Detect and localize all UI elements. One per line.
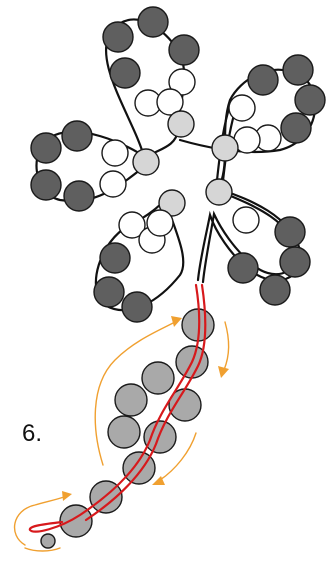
bead-dark [137,6,169,38]
flower-beads [30,6,326,323]
direction-arrow-head [171,316,182,327]
bead-white [156,88,184,116]
thread-red-b [84,283,207,522]
bead-grey-small [40,533,56,549]
bead-dark [247,64,279,96]
bead-dark [99,242,131,274]
direction-arrow [223,321,230,371]
bead-dark [61,120,93,152]
direction-arrow [13,496,65,546]
bead-dark [93,276,125,308]
red-thread-paths [28,283,207,533]
bead-dark [274,216,306,248]
bead-white [168,68,196,96]
bead-light [211,134,239,162]
direction-arrow-head [152,476,165,485]
direction-arrows [13,316,230,552]
bead-white [146,209,174,237]
bead-dark [279,246,311,278]
bead-light [205,178,233,206]
bead-dark [102,21,134,53]
direction-arrow [159,432,197,481]
bead-dark [294,84,326,116]
bead-dark [227,252,259,284]
bead-grey [141,361,175,395]
bead-white [99,170,127,198]
direction-arrow [94,321,176,466]
bead-dark [168,34,200,66]
bead-light [132,148,160,176]
direction-arrow [24,547,61,552]
bead-white [228,94,256,122]
bead-dark [280,112,312,144]
bead-white [118,211,146,239]
bead-light [158,189,186,217]
bead-grey [143,420,177,454]
bead-grey [114,383,148,417]
direction-arrow-head [62,491,72,501]
bead-dark [282,54,314,86]
bead-dark [121,291,153,323]
stem-beads [40,308,215,549]
bead-dark [259,274,291,306]
bead-white [101,139,129,167]
step-number-label: 6. [22,420,43,447]
bead-light [167,110,195,138]
direction-arrow-head [218,366,229,378]
bead-white [232,206,260,234]
bead-dark [109,57,141,89]
bead-dark [30,132,62,164]
thread-red-a [28,283,201,533]
bead-dark [30,169,62,201]
bead-dark [63,180,95,212]
bead-grey [107,415,141,449]
